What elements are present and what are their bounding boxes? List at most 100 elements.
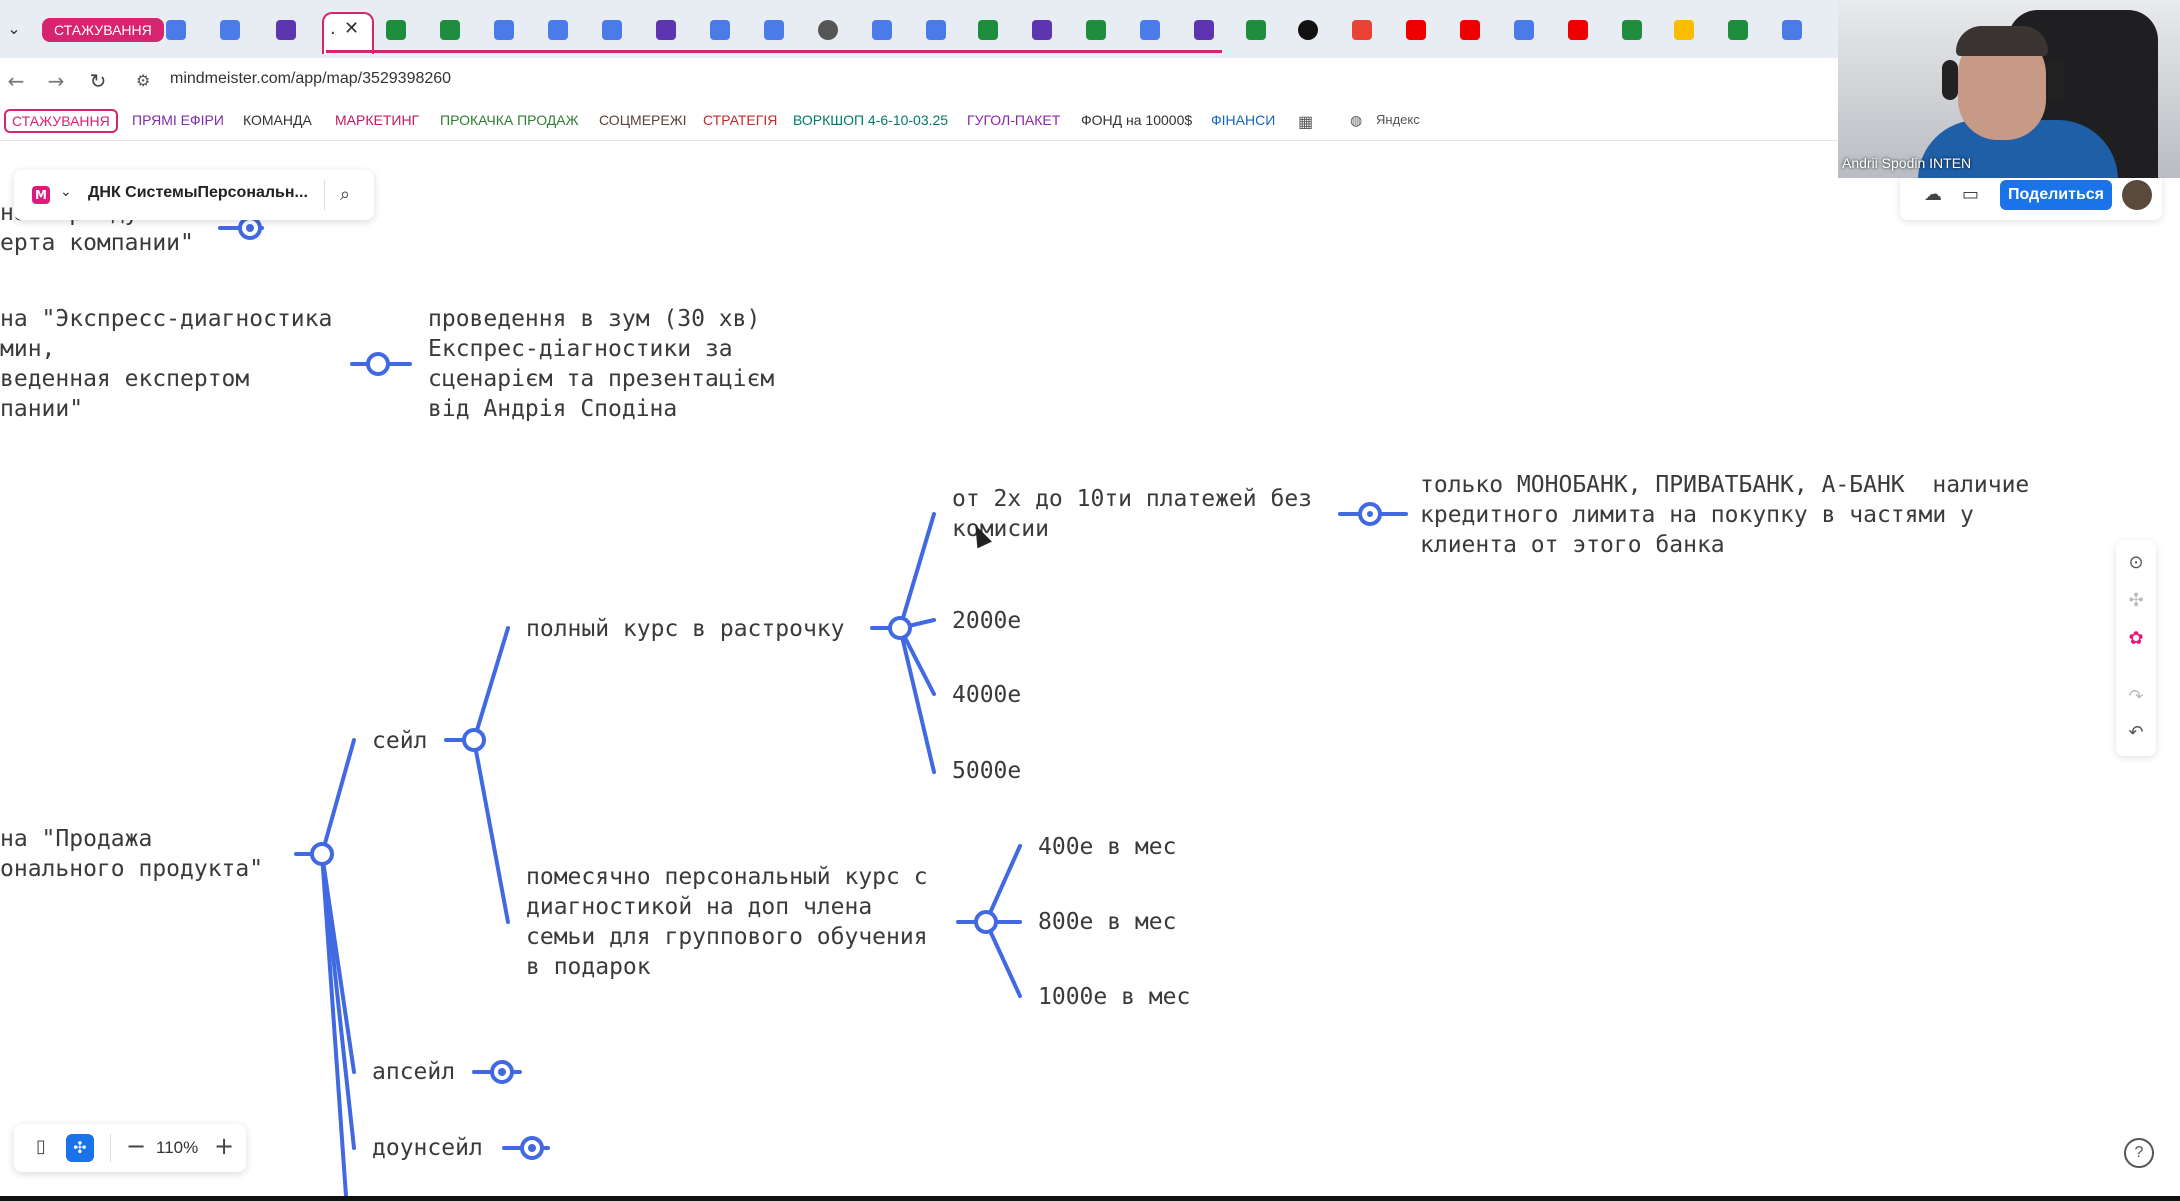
- sheets-tab-icon[interactable]: [440, 20, 460, 40]
- bookmark-strategiya[interactable]: СТРАТЕГІЯ: [703, 112, 778, 128]
- node-price-5000[interactable]: 5000е: [952, 758, 1022, 784]
- node-express-diagnostics[interactable]: на "Экспресс-диагностика мин, веденная е…: [0, 306, 333, 422]
- outline-view-icon[interactable]: ▯: [36, 1136, 46, 1157]
- help-button[interactable]: ?: [2124, 1138, 2154, 1168]
- node-full-course-installments[interactable]: полный курс в растрочку: [526, 616, 845, 642]
- sheets-tab-icon[interactable]: [1728, 20, 1748, 40]
- docs-tab-icon[interactable]: [872, 20, 892, 40]
- node-sale-root[interactable]: на "Продажа онального продукта": [0, 826, 264, 882]
- node-price-2000[interactable]: 2000е: [952, 608, 1022, 634]
- docs-tab-icon[interactable]: [926, 20, 946, 40]
- map-title-card: M ⌄ ДНК СистемыПерсональн... ⌕: [14, 170, 374, 220]
- site-settings-icon[interactable]: ⚙: [136, 71, 151, 90]
- node-upsell[interactable]: апсейл: [372, 1059, 456, 1085]
- docs-tab-icon[interactable]: [548, 20, 568, 40]
- node-sale[interactable]: сейл: [372, 728, 428, 754]
- mindmap-view-icon[interactable]: ✣: [66, 1134, 94, 1162]
- youtube-tab-icon[interactable]: [1406, 20, 1426, 40]
- redo-icon[interactable]: ↷: [2128, 686, 2144, 707]
- docs-tab-icon[interactable]: [602, 20, 622, 40]
- calendar-tab-icon[interactable]: [1246, 20, 1266, 40]
- bookmark-vorkshop[interactable]: ВОРКШОП 4-6-10-03.25: [793, 112, 949, 128]
- docs-tab-icon[interactable]: [220, 20, 240, 40]
- connector-to-1000: [984, 920, 1022, 998]
- share-button[interactable]: Поделиться: [2000, 180, 2112, 210]
- forms-tab-icon[interactable]: [276, 20, 296, 40]
- gmail-tab-icon[interactable]: [1352, 20, 1372, 40]
- map-actions-bar: ☁ ▭ Поделиться: [1900, 170, 2162, 220]
- bookmark-gugol-paket[interactable]: ГУГОЛ-ПАКЕТ: [967, 112, 1061, 128]
- connector-to-400: [984, 844, 1022, 924]
- youtube-tab-icon[interactable]: [1568, 20, 1588, 40]
- docs-tab-icon[interactable]: [494, 20, 514, 40]
- connect-icon[interactable]: ✣: [2128, 590, 2144, 611]
- docs-tab-icon[interactable]: [1782, 20, 1802, 40]
- apps-grid-icon[interactable]: ▦: [1298, 114, 1314, 131]
- node-monthly-course[interactable]: помесячно персональный курс с диагностик…: [526, 864, 928, 980]
- right-tool-strip: ⊙ ✣ ✿ ↷ ↶: [2116, 540, 2156, 756]
- node-toggle-full-course: [888, 616, 912, 640]
- bookmark-fond[interactable]: ФОНД на 10000$: [1081, 112, 1193, 128]
- bookmark-pryami-efiry[interactable]: ПРЯМІ ЕФІРИ: [132, 112, 224, 128]
- focus-icon[interactable]: ⊙: [2128, 552, 2144, 573]
- bookmark-prokachka-prodazh[interactable]: ПРОКАЧКА ПРОДАЖ: [440, 112, 579, 128]
- docs-tab-icon[interactable]: [710, 20, 730, 40]
- close-tab-icon[interactable]: ✕: [344, 18, 360, 39]
- webcam-participant-name: Andrii Spodin INTEN: [1842, 155, 1972, 171]
- reload-icon[interactable]: ↻: [89, 69, 107, 93]
- drive-tab-icon[interactable]: [1674, 20, 1694, 40]
- bookmark-yandex[interactable]: Яндекс: [1376, 112, 1420, 127]
- sheets-tab-icon[interactable]: [1622, 20, 1642, 40]
- bookmark-komanda[interactable]: КОМАНДА: [243, 112, 312, 128]
- docs-tab-icon[interactable]: [1140, 20, 1160, 40]
- node-price-4000[interactable]: 4000е: [952, 682, 1022, 708]
- forward-arrow-icon[interactable]: →: [47, 69, 65, 93]
- map-title[interactable]: ДНК СистемыПерсональн...: [88, 184, 308, 201]
- globe-tab-icon[interactable]: [818, 20, 838, 40]
- connector-to-full-course: [472, 626, 510, 742]
- presentation-icon[interactable]: ▭: [1962, 184, 1980, 205]
- node-downsell[interactable]: доунсейл: [372, 1135, 483, 1161]
- cloud-upload-icon[interactable]: ☁: [1924, 184, 1942, 205]
- node-monthly-400[interactable]: 400е в мес: [1038, 834, 1177, 860]
- avatar[interactable]: [2122, 180, 2152, 210]
- bookmark-sotsmerezhi[interactable]: СОЦМЕРЕЖІ: [599, 112, 687, 128]
- docs-tab-icon[interactable]: [166, 20, 186, 40]
- node-banks[interactable]: только МОНОБАНК, ПРИВАТБАНК, А-БАНК нали…: [1420, 472, 2030, 558]
- undo-icon[interactable]: ↶: [2128, 722, 2144, 743]
- node-installments[interactable]: от 2х до 10ти платежей без комисии: [952, 486, 1313, 542]
- node-monthly-1000[interactable]: 1000е в мес: [1038, 984, 1191, 1010]
- calendar-tab-icon[interactable]: [978, 20, 998, 40]
- divider: [324, 180, 325, 210]
- bookmark-marketing[interactable]: МАРКЕТИНГ: [335, 112, 420, 128]
- node-monthly-800[interactable]: 800е в мес: [1038, 909, 1177, 935]
- bookmark-finansy[interactable]: ФІНАНСИ: [1211, 112, 1276, 128]
- back-arrow-icon[interactable]: ←: [7, 69, 25, 93]
- url-field[interactable]: mindmeister.com/app/map/3529398260: [170, 70, 452, 87]
- tab-list-chevron-icon[interactable]: ⌄: [7, 19, 21, 38]
- sheets-tab-icon[interactable]: [1086, 20, 1106, 40]
- search-icon[interactable]: ⌕: [340, 184, 351, 205]
- active-tab-label: .: [330, 18, 336, 39]
- zoom-in-button[interactable]: +: [214, 1132, 235, 1160]
- docs-tab-icon[interactable]: [1514, 20, 1534, 40]
- node-toggle-sale-root: [310, 842, 334, 866]
- chevron-down-icon[interactable]: ⌄: [60, 184, 72, 200]
- mindmeister-logo-icon[interactable]: M: [32, 186, 50, 204]
- tab-group-label[interactable]: СТАЖУВАННЯ: [42, 18, 164, 42]
- youtube-tab-icon[interactable]: [1460, 20, 1480, 40]
- active-tab[interactable]: [322, 12, 374, 54]
- headset-icon: [1942, 60, 1958, 100]
- forms-tab-icon[interactable]: [656, 20, 676, 40]
- theme-icon[interactable]: ✿: [2128, 628, 2144, 649]
- chatgpt-tab-icon[interactable]: [1298, 20, 1318, 40]
- forms-tab-icon[interactable]: [1194, 20, 1214, 40]
- bookmark-stazhuvannya[interactable]: СТАЖУВАННЯ: [4, 109, 118, 133]
- connector-to-sale: [320, 738, 356, 856]
- node-express-child[interactable]: проведення в зум (30 хв) Експрес-діагнос…: [428, 306, 775, 422]
- forms-tab-icon[interactable]: [1032, 20, 1052, 40]
- docs-tab-icon[interactable]: [764, 20, 784, 40]
- zoom-out-button[interactable]: −: [126, 1132, 147, 1160]
- sheets-tab-icon[interactable]: [386, 20, 406, 40]
